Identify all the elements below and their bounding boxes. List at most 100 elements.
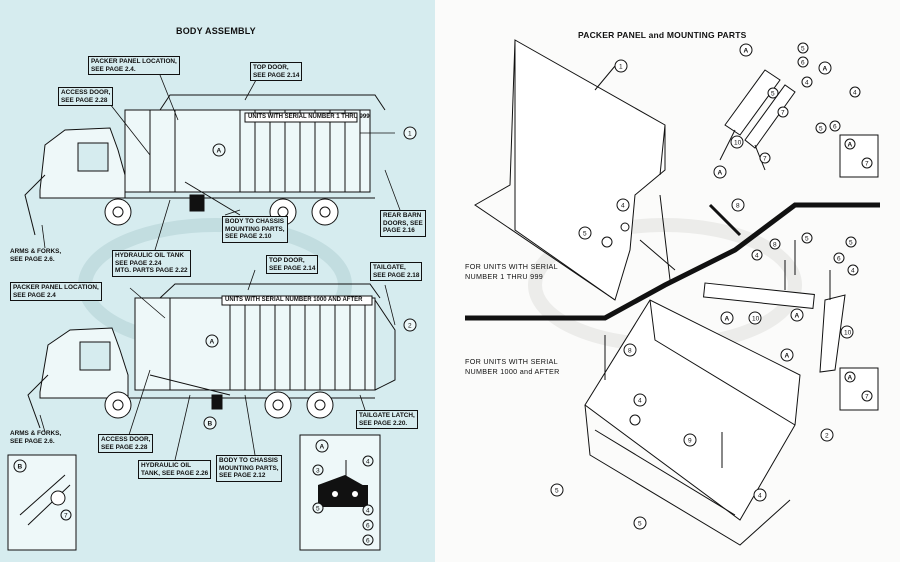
body-ribs-bottom bbox=[169, 298, 366, 390]
marker-2-bottom: 2 bbox=[403, 318, 417, 332]
svg-text:5: 5 bbox=[819, 126, 823, 133]
detail-a-small-bottom: A 7 bbox=[839, 367, 879, 411]
svg-text:5: 5 bbox=[316, 506, 320, 513]
svg-text:A: A bbox=[210, 339, 215, 346]
marker-B-bottom: B bbox=[203, 416, 217, 430]
svg-text:10: 10 bbox=[752, 316, 760, 323]
svg-text:4: 4 bbox=[366, 459, 370, 466]
packer-panel-bottom bbox=[584, 299, 801, 546]
svg-text:10: 10 bbox=[844, 330, 852, 337]
serial-note-1-999: FOR UNITS WITH SERIAL NUMBER 1 THRU 999 bbox=[465, 262, 558, 281]
svg-text:8: 8 bbox=[736, 203, 740, 210]
cylinders-top bbox=[719, 69, 796, 171]
svg-text:6: 6 bbox=[833, 124, 837, 131]
svg-text:4: 4 bbox=[853, 90, 857, 97]
svg-text:1: 1 bbox=[408, 131, 412, 138]
leaders-top bbox=[41, 69, 401, 251]
svg-text:10: 10 bbox=[734, 140, 742, 147]
svg-text:1: 1 bbox=[619, 64, 623, 71]
serial-divider-line bbox=[465, 202, 880, 321]
packer-panel-page: 1 5 4 8 A 10 A A 5 6 4 5 4 5 bbox=[435, 0, 900, 562]
detail-a-small-top: A 7 bbox=[839, 134, 879, 178]
svg-text:5: 5 bbox=[771, 91, 775, 98]
callout-top-door-top: TOP DOOR, SEE PAGE 2.14 bbox=[250, 62, 303, 82]
callout-packer-panel-top: PACKER PANEL LOCATION, SEE PAGE 2.4. bbox=[88, 56, 180, 76]
svg-text:5: 5 bbox=[555, 488, 559, 495]
svg-text:A: A bbox=[795, 313, 800, 320]
svg-text:5: 5 bbox=[805, 236, 809, 243]
svg-text:B: B bbox=[18, 464, 23, 471]
svg-text:B: B bbox=[208, 421, 213, 428]
svg-text:6: 6 bbox=[366, 538, 370, 545]
leaders-bottom bbox=[39, 269, 396, 461]
callout-hydraulic-tank-bottom: HYDRAULIC OIL TANK, SEE PAGE 2.26 bbox=[138, 460, 212, 480]
svg-text:4: 4 bbox=[851, 268, 855, 275]
packer-panel-top bbox=[474, 39, 676, 301]
callout-serial-bottom: UNITS WITH SERIAL NUMBER 1000 and AFTER bbox=[225, 297, 363, 303]
svg-text:3: 3 bbox=[316, 468, 320, 475]
svg-text:6: 6 bbox=[801, 60, 805, 67]
callout-hydraulic-tank-top: HYDRAULIC OIL TANK SEE PAGE 2.24 MTG. PA… bbox=[112, 250, 191, 277]
callout-access-door-top: ACCESS DOOR, SEE PAGE 2.28 bbox=[58, 87, 114, 107]
truck-top-drawing bbox=[24, 94, 386, 236]
svg-text:9: 9 bbox=[688, 438, 692, 445]
marker-1-top: 1 bbox=[403, 126, 417, 140]
svg-text:A: A bbox=[785, 353, 790, 360]
svg-text:A: A bbox=[320, 444, 325, 451]
marker-A-bottom: A bbox=[205, 334, 219, 348]
svg-text:6: 6 bbox=[837, 256, 841, 263]
svg-text:7: 7 bbox=[64, 513, 68, 520]
marker-8-right-a: 8 bbox=[731, 198, 745, 212]
svg-text:5: 5 bbox=[849, 240, 853, 247]
markers-top-right: A 10 A A 5 6 4 5 4 5 6 7 7 bbox=[713, 42, 861, 179]
svg-text:8: 8 bbox=[628, 348, 632, 355]
svg-text:2: 2 bbox=[408, 323, 412, 330]
callout-access-door-bottom: ACCESS DOOR, SEE PAGE 2.28 bbox=[98, 434, 154, 454]
page-title-body-assembly: BODY ASSEMBLY bbox=[176, 26, 256, 36]
truck-bottom-drawing bbox=[27, 283, 396, 429]
body-assembly-page: A 1 bbox=[0, 0, 435, 562]
svg-text:7: 7 bbox=[781, 110, 785, 117]
svg-text:7: 7 bbox=[865, 394, 869, 401]
callout-arms-forks-bottom: ARMS & FORKS, SEE PAGE 2.6. bbox=[10, 430, 62, 445]
callout-body-chassis-bottom: BODY TO CHASSIS MOUNTING PARTS, SEE PAGE… bbox=[216, 455, 282, 482]
svg-text:4: 4 bbox=[638, 398, 642, 405]
svg-text:6: 6 bbox=[366, 523, 370, 530]
callout-rear-barn-doors: REAR BARN DOORS, SEE PAGE 2.16 bbox=[380, 210, 426, 237]
callout-serial-top: UNITS WITH SERIAL NUMBER 1 THRU 999 bbox=[248, 114, 370, 120]
callout-arms-forks-top: ARMS & FORKS, SEE PAGE 2.6. bbox=[10, 248, 62, 263]
svg-text:8: 8 bbox=[773, 242, 777, 249]
detail-b-box: B 7 bbox=[7, 454, 77, 551]
marker-5-right-a: 5 bbox=[578, 226, 592, 240]
svg-text:A: A bbox=[848, 142, 853, 149]
svg-text:5: 5 bbox=[801, 46, 805, 53]
callout-tailgate: TAILGATE, SEE PAGE 2.18 bbox=[370, 262, 423, 282]
marker-A-top: A bbox=[212, 143, 226, 157]
svg-text:A: A bbox=[725, 316, 730, 323]
packer-panel-drawing: 1 5 4 8 A 10 A A 5 6 4 5 4 5 bbox=[465, 39, 880, 546]
marker-4-right-a: 4 bbox=[616, 198, 630, 212]
callout-top-door-bottom: TOP DOOR, SEE PAGE 2.14 bbox=[266, 255, 319, 275]
detail-a-box: A 3 4 5 4 6 6 bbox=[299, 434, 381, 551]
svg-text:A: A bbox=[718, 170, 723, 177]
callout-packer-panel-bottom: PACKER PANEL LOCATION, SEE PAGE 2.4 bbox=[10, 282, 102, 302]
svg-text:A: A bbox=[744, 48, 749, 55]
svg-text:4: 4 bbox=[366, 508, 370, 515]
svg-text:4: 4 bbox=[621, 203, 625, 210]
page-title-packer-panel: PACKER PANEL and MOUNTING PARTS bbox=[578, 30, 747, 40]
marker-1-right: 1 bbox=[614, 59, 628, 73]
svg-text:A: A bbox=[217, 148, 222, 155]
callout-tailgate-latch: TAILGATE LATCH, SEE PAGE 2.20. bbox=[356, 410, 418, 430]
svg-text:5: 5 bbox=[638, 521, 642, 528]
svg-text:A: A bbox=[823, 66, 828, 73]
serial-note-1000-after: FOR UNITS WITH SERIAL NUMBER 1000 and AF… bbox=[465, 357, 560, 376]
markers-bottom-right: A 10 A 10 A 8 4 5 5 6 4 8 4 9 2 4 5 5 bbox=[550, 232, 859, 530]
svg-text:A: A bbox=[848, 375, 853, 382]
svg-text:7: 7 bbox=[763, 156, 767, 163]
svg-text:7: 7 bbox=[865, 161, 869, 168]
svg-text:4: 4 bbox=[755, 253, 759, 260]
body-ribs-top bbox=[149, 110, 361, 192]
body-assembly-drawing: A 1 bbox=[7, 69, 417, 551]
svg-text:5: 5 bbox=[583, 231, 587, 238]
